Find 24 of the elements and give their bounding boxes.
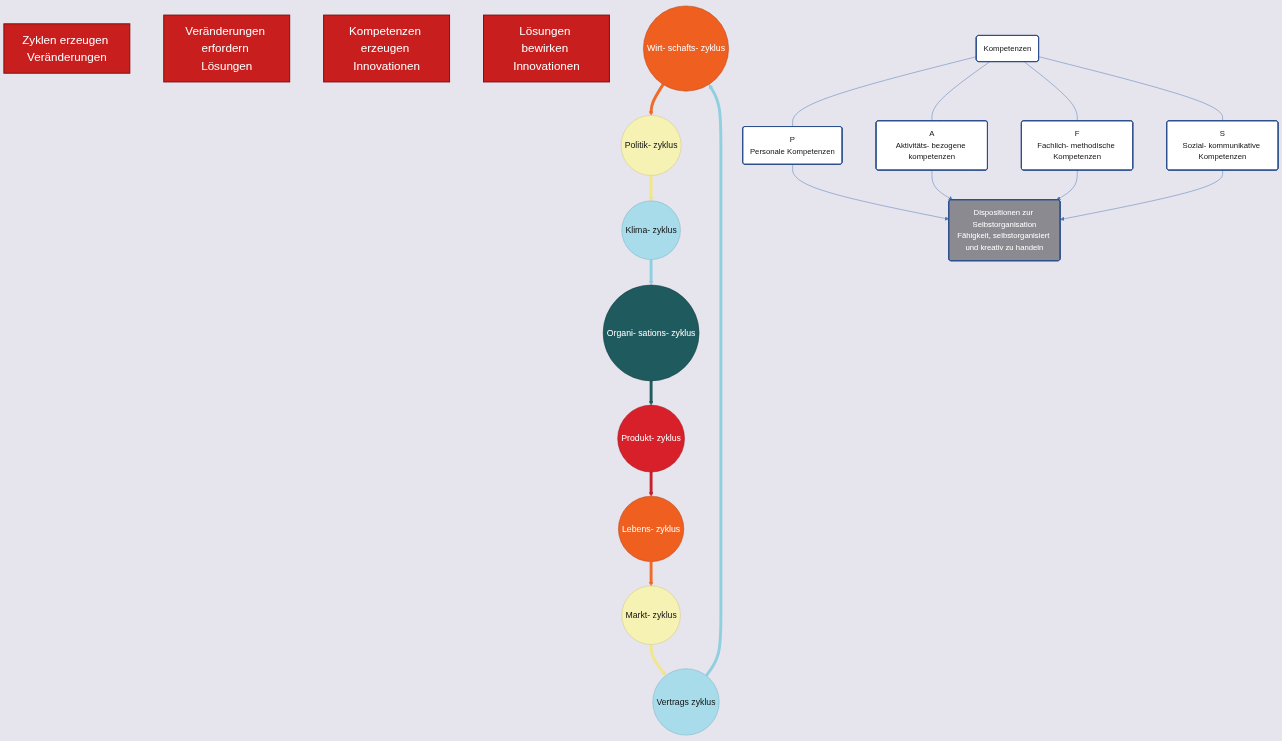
connector [792, 56, 977, 127]
node-box: Kompetenzen erzeugen Innovationen [323, 14, 451, 83]
node-circle: Wirt- schafts- zyklus [643, 5, 729, 92]
arrow [649, 472, 654, 497]
node-circle: Organi- sations- zyklus [602, 284, 700, 382]
arrow [705, 84, 723, 677]
node-circle: Markt- zyklus [621, 585, 681, 645]
arrow [649, 380, 654, 406]
connector [931, 61, 990, 122]
arrow [649, 259, 654, 286]
arrow [649, 644, 666, 676]
node-circle: Politik- zyklus [620, 115, 682, 176]
node-box: Lösungen bewirken Innovationen [483, 14, 610, 83]
arrow [649, 561, 654, 587]
node-circle: Klima- zyklus [621, 200, 681, 260]
connector [1024, 61, 1078, 122]
connector [1038, 56, 1223, 122]
arrow [649, 175, 654, 202]
node-circle: Produkt- zyklus [617, 404, 685, 473]
arrow [649, 83, 665, 116]
node-circle: Lebens- zyklus [618, 496, 685, 562]
node-box: Zyklen erzeugen Veränderungen [3, 23, 131, 74]
node-circle: Vertrags zyklus [652, 668, 720, 736]
node-box: Veränderungen erfordern Lösungen [163, 14, 291, 83]
